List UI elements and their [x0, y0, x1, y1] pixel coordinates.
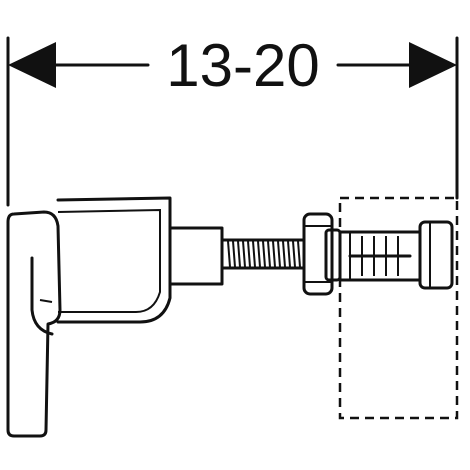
adjustable-sleeve: [338, 220, 454, 290]
thread-line: [257, 240, 261, 268]
thread-line: [242, 240, 246, 268]
thread-line: [297, 240, 301, 268]
thread-line: [277, 240, 281, 268]
wall-bracket: [6, 210, 62, 438]
left-arrowhead: [8, 42, 56, 88]
thread-line: [252, 240, 256, 268]
right-arrowhead: [409, 42, 457, 88]
dimension-label: 13-20: [166, 32, 319, 99]
threaded-rod: [220, 238, 306, 270]
thread-line: [267, 240, 271, 268]
thread-line: [227, 240, 231, 268]
thread-line: [262, 240, 266, 268]
thread-line: [232, 240, 236, 268]
thread-line: [282, 240, 286, 268]
thread-line: [247, 240, 251, 268]
adjustment-envelope: [338, 196, 459, 420]
dimension-line: [8, 42, 457, 88]
connector-block: [168, 226, 224, 286]
body-housing: [56, 196, 172, 324]
thread-line: [237, 240, 241, 268]
lock-nut: [302, 212, 342, 296]
thread-line: [272, 240, 276, 268]
thread-line: [287, 240, 291, 268]
thread-line: [292, 240, 296, 268]
